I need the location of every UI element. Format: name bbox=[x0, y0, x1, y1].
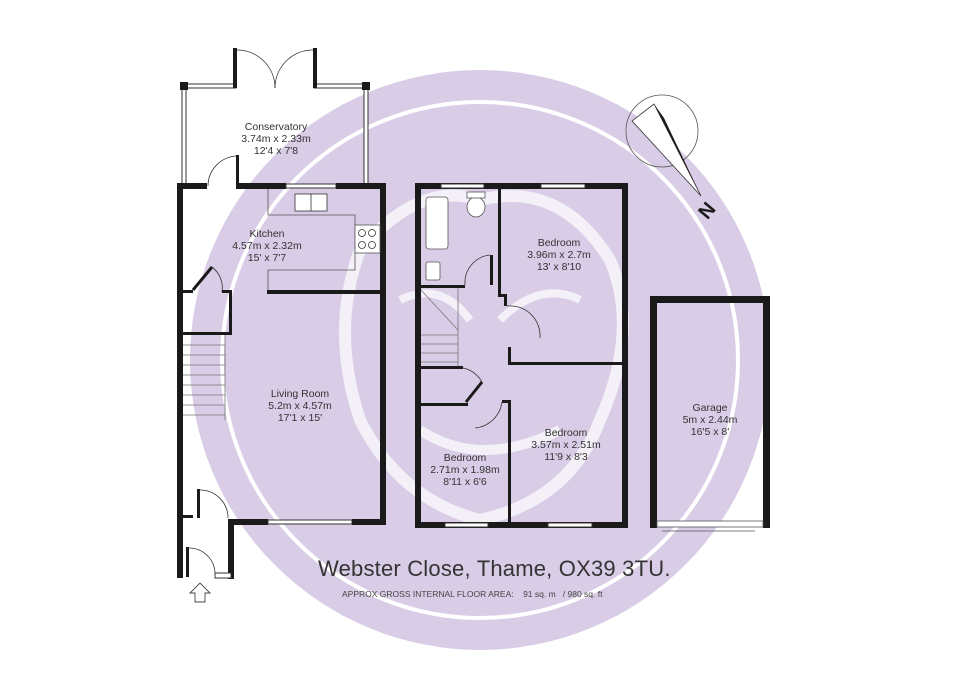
room-size-imperial: 16'5 x 8' bbox=[690, 426, 730, 438]
room-size-imperial: 17'1 x 15' bbox=[277, 412, 323, 424]
room-label-conservatory: Conservatory 3.74m x 2.33m 12'4 x 7'8 bbox=[241, 121, 310, 157]
room-size-metric: 3.96m x 2.7m bbox=[527, 249, 591, 261]
room-label-bedroom-1: Bedroom 3.96m x 2.7m 13' x 8'10 bbox=[527, 237, 591, 273]
room-name: Garage bbox=[692, 402, 728, 414]
kitchen-fittings bbox=[267, 189, 381, 294]
room-name: Kitchen bbox=[249, 228, 285, 240]
room-label-living-room: Living Room 5.2m x 4.57m 17'1 x 15' bbox=[268, 388, 332, 424]
room-label-bedroom-2: Bedroom 3.57m x 2.51m 11'9 x 8'3 bbox=[531, 427, 600, 463]
room-size-imperial: 13' x 8'10 bbox=[536, 261, 582, 273]
floor-area-metric: 91 sq. m bbox=[523, 589, 556, 599]
room-size-metric: 3.57m x 2.51m bbox=[531, 439, 601, 451]
floor-area-imperial: / 980 sq. ft bbox=[562, 589, 603, 599]
first-floor bbox=[415, 183, 628, 528]
room-label-garage: Garage 5m x 2.44m 16'5 x 8' bbox=[683, 402, 738, 438]
floor-area-label: APPROX GROSS INTERNAL FLOOR AREA: bbox=[342, 589, 514, 599]
property-address: Webster Close, Thame, OX39 3TU. bbox=[318, 556, 671, 581]
stairs-ground bbox=[183, 266, 232, 420]
room-name: Living Room bbox=[270, 388, 330, 400]
room-size-metric: 5.2m x 4.57m bbox=[268, 400, 332, 412]
floor-area-note: APPROX GROSS INTERNAL FLOOR AREA: 91 sq.… bbox=[342, 589, 602, 599]
entrance-arrow-icon bbox=[188, 582, 212, 603]
room-size-imperial: 8'11 x 6'6 bbox=[443, 476, 487, 488]
room-size-imperial: 15' x 7'7 bbox=[247, 252, 287, 264]
room-name: Bedroom bbox=[544, 427, 588, 439]
ground-floor bbox=[177, 48, 386, 603]
room-size-metric: 3.74m x 2.33m bbox=[241, 133, 311, 145]
room-label-bedroom-3: Bedroom 2.71m x 1.98m 8'11 x 6'6 bbox=[430, 452, 499, 488]
room-name: Bedroom bbox=[537, 237, 581, 249]
room-size-imperial: 11'9 x 8'3 bbox=[544, 451, 588, 463]
room-name: Conservatory bbox=[244, 121, 308, 133]
room-size-metric: 5m x 2.44m bbox=[682, 414, 738, 426]
north-arrow-icon bbox=[625, 94, 702, 197]
room-name: Bedroom bbox=[443, 452, 487, 464]
room-size-imperial: 12'4 x 7'8 bbox=[253, 145, 299, 157]
room-size-metric: 4.57m x 2.32m bbox=[232, 240, 302, 252]
garage-walls bbox=[650, 296, 770, 532]
room-size-metric: 2.71m x 1.98m bbox=[430, 464, 500, 476]
main-house-walls bbox=[177, 183, 386, 579]
room-label-kitchen: Kitchen 4.57m x 2.32m 15' x 7'7 bbox=[232, 228, 301, 264]
